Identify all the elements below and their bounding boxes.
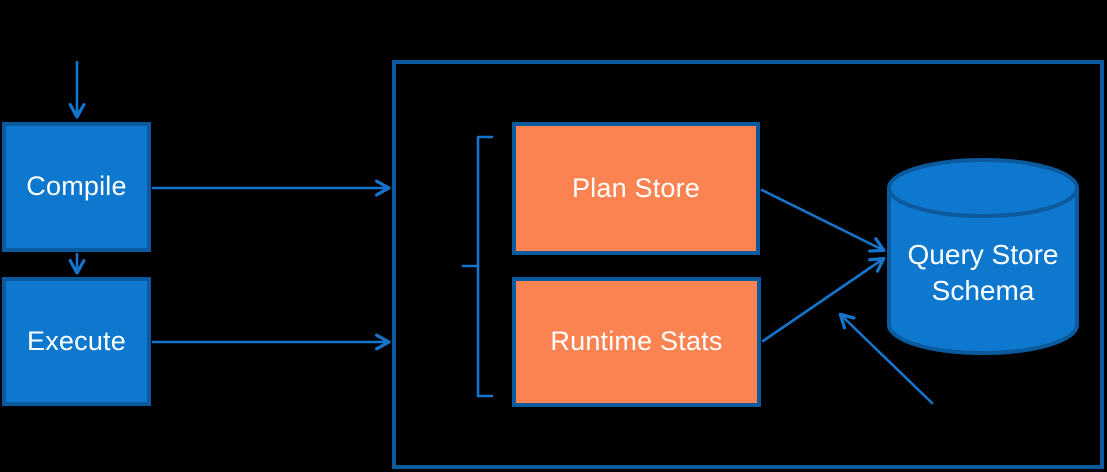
query-store-container-box bbox=[392, 60, 1104, 469]
runtime-stats-node: Runtime Stats bbox=[512, 277, 761, 407]
plan-store-node: Plan Store bbox=[512, 122, 760, 255]
query-store-schema-label: Query Store Schema bbox=[907, 239, 1059, 306]
compile-label: Compile bbox=[26, 171, 127, 202]
runtime-stats-label: Runtime Stats bbox=[550, 326, 723, 357]
compile-node: Compile bbox=[2, 122, 151, 252]
execute-node: Execute bbox=[2, 277, 151, 406]
plan-store-label: Plan Store bbox=[571, 172, 701, 203]
execute-label: Execute bbox=[27, 325, 126, 356]
